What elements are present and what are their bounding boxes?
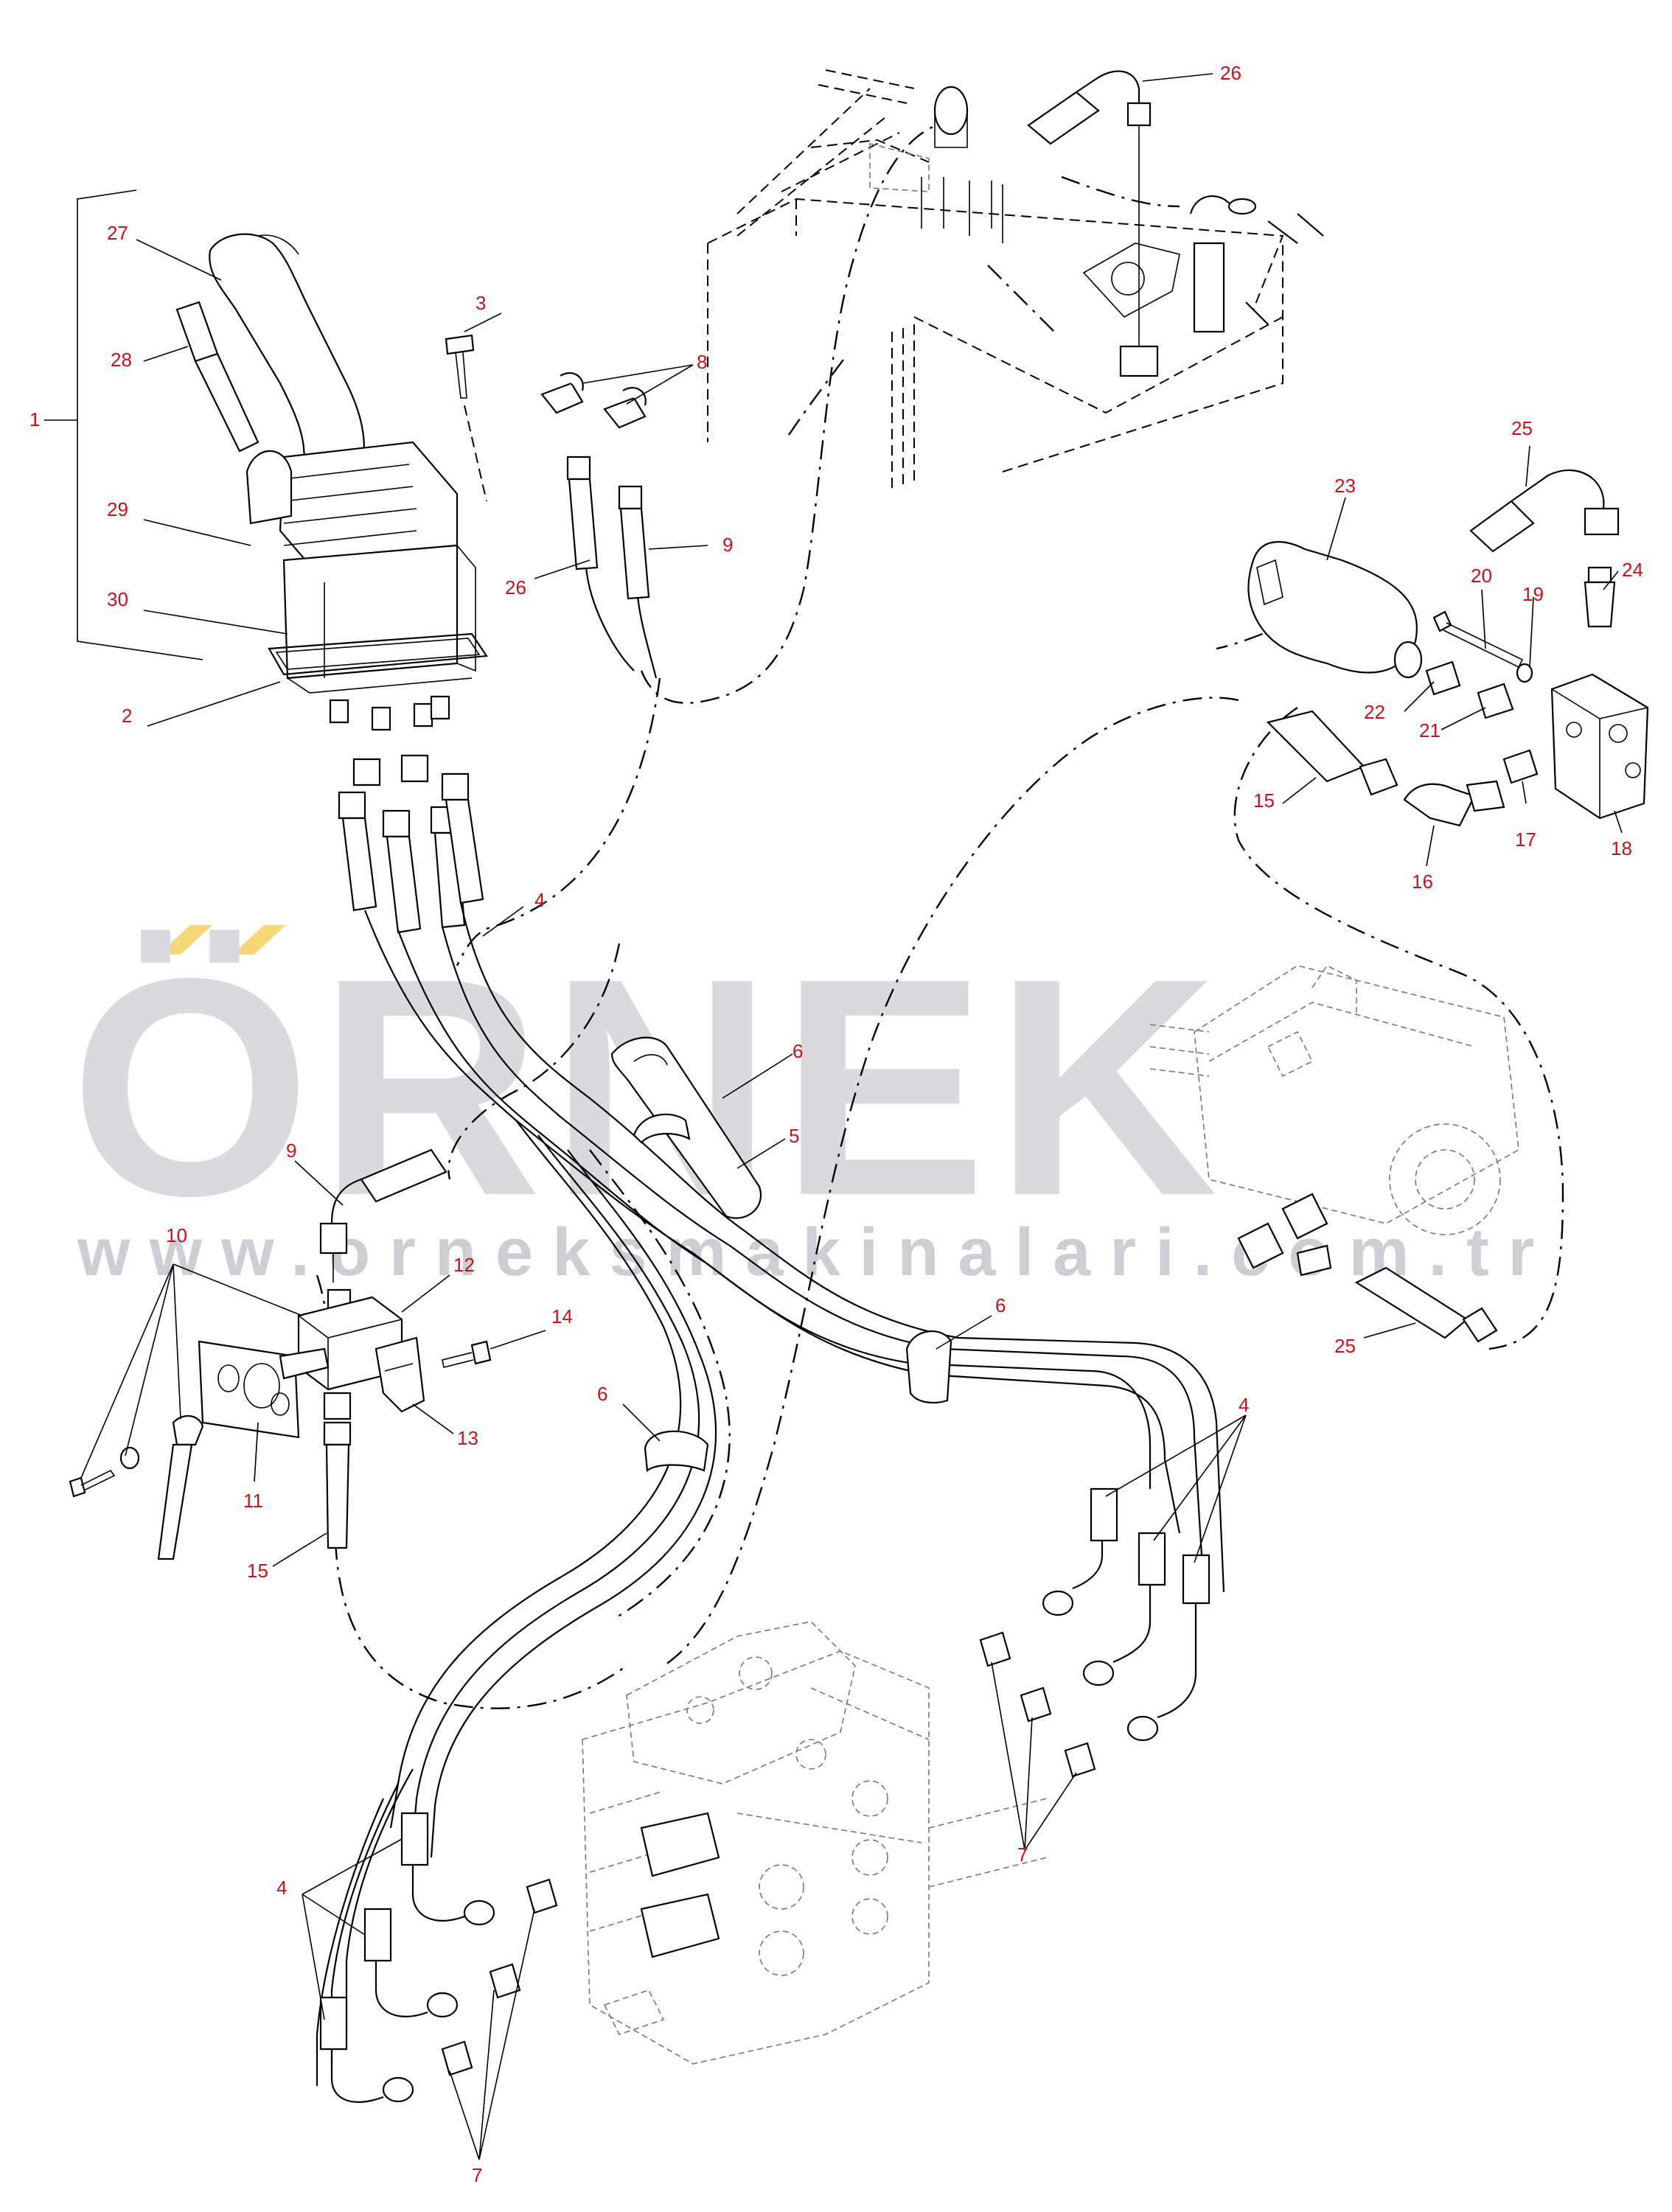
callout-1: 1	[29, 408, 40, 430]
callout-labels: 1 27 28 29 30 2 3 8 9 26 26 4 23 25 24 2…	[29, 62, 1643, 2186]
callout-27: 27	[107, 222, 128, 244]
watermark-accent-left	[159, 925, 212, 955]
callout-30: 30	[107, 588, 128, 610]
joystick-control-valve	[175, 233, 488, 934]
valve-assembly-12	[69, 1148, 492, 1560]
callout-6-top: 6	[793, 1040, 803, 1062]
callout-10: 10	[166, 1224, 187, 1246]
callout-7-right: 7	[1017, 1843, 1028, 1866]
callout-15-left: 15	[247, 1560, 268, 1582]
callout-24: 24	[1622, 559, 1643, 581]
callout-11: 11	[243, 1490, 263, 1512]
callout-25-bottom: 25	[1334, 1335, 1356, 1357]
callout-23: 23	[1334, 475, 1356, 497]
callout-9-top: 9	[722, 534, 733, 556]
callout-6-mid: 6	[995, 1294, 1006, 1316]
hydraulic-tank	[707, 69, 1324, 494]
callout-4-top: 4	[534, 889, 545, 911]
accumulator-assembly	[1247, 469, 1649, 827]
callout-9-mid: 9	[286, 1140, 296, 1162]
hose-bundle	[316, 902, 1225, 2086]
callout-7-bottom: 7	[472, 2164, 482, 2186]
watermark-accent-right	[232, 925, 286, 955]
callout-4-left: 4	[276, 1877, 287, 1899]
callout-5: 5	[789, 1125, 799, 1147]
callout-12: 12	[453, 1254, 475, 1276]
callout-21: 21	[1419, 719, 1441, 742]
watermark-url: www.orneksmakinalari.com.tr	[77, 1215, 1553, 1290]
callout-13: 13	[457, 1427, 478, 1449]
callout-16: 16	[1412, 871, 1433, 893]
callout-19: 19	[1522, 583, 1544, 605]
sleeve-and-clamps	[610, 1036, 952, 1473]
callout-2: 2	[122, 705, 132, 727]
callout-3: 3	[476, 292, 486, 314]
callout-20: 20	[1471, 565, 1492, 587]
callout-22: 22	[1364, 701, 1385, 723]
fittings-8-and-hoses	[540, 371, 658, 679]
joystick-port-fittings	[329, 695, 484, 934]
watermark: ÖRNEK www.orneksmakinalari.com.tr	[70, 915, 1553, 1290]
callout-26-top: 26	[1220, 62, 1241, 84]
callout-14: 14	[551, 1305, 573, 1327]
callout-15-right: 15	[1253, 789, 1275, 812]
hydraulic-pump	[1149, 964, 1519, 1343]
leader-lines	[44, 73, 1623, 2160]
callout-18: 18	[1611, 837, 1632, 859]
callout-17: 17	[1515, 828, 1536, 851]
callout-26-left: 26	[505, 576, 526, 599]
callout-28: 28	[111, 349, 132, 371]
callout-4-right: 4	[1239, 1394, 1249, 1416]
callout-29: 29	[107, 498, 128, 520]
directional-control-valve	[319, 1487, 1211, 2103]
callout-25-top: 25	[1511, 417, 1533, 439]
callout-8: 8	[697, 351, 707, 373]
callout-6-left: 6	[597, 1383, 607, 1405]
